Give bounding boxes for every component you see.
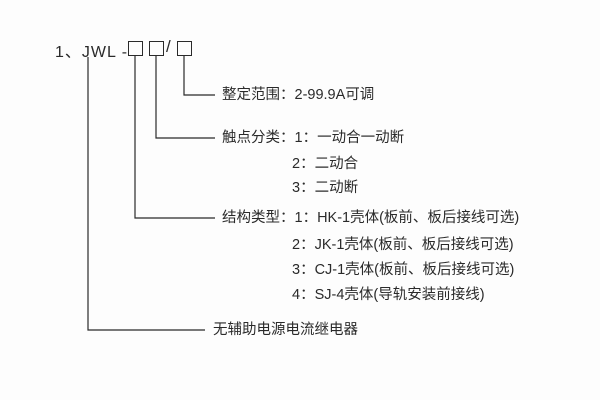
relay-name-label: 无辅助电源电流继电器 [213,322,358,338]
structure-type-title: 结构类型：1：HK-1壳体(板前、板后接线可选) [222,210,520,226]
model-slash: / [166,37,171,56]
setting-range-box [177,41,192,56]
connector-contact-class [155,56,215,139]
setting-range-label: 整定范围：2-99.9A可调 [222,87,375,103]
connector-relay-name [87,57,205,331]
structure-type-item-4: 4：SJ-4壳体(导轨安装前接线) [292,287,485,303]
connector-setting-range [183,56,215,96]
contact-class-box [149,41,164,56]
contact-class-item-3: 3：二动断 [292,180,359,196]
structure-type-item-2: 2：JK-1壳体(板前、板后接线可选) [292,237,514,253]
contact-class-item-2: 2：二动合 [292,156,359,172]
structure-type-box [128,41,143,56]
contact-class-title: 触点分类：1：一动合一动断 [222,130,405,146]
model-prefix: 1、JWL - [55,44,129,61]
connector-structure-type [134,56,215,219]
structure-type-item-3: 3：CJ-1壳体(板前、板后接线可选) [292,262,515,278]
